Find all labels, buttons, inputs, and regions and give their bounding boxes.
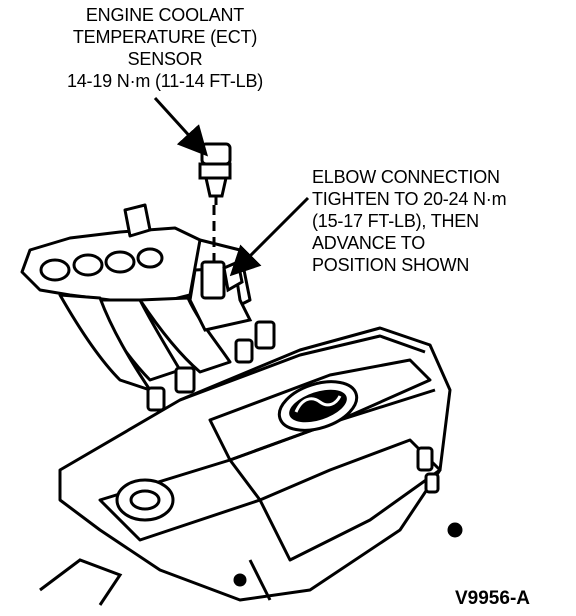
ect-sensor-icon [198, 142, 232, 205]
callout-line: SENSOR [127, 49, 203, 69]
callout-line: ELBOW CONNECTION [312, 167, 500, 187]
cover-bolts [146, 320, 440, 494]
callout-line: 14-19 N·m (11-14 FT-LB) [66, 71, 264, 91]
thermostat-housing [188, 259, 253, 332]
callout-line: ADVANCE TO [312, 233, 426, 253]
ford-oval-emblem [277, 380, 359, 432]
elbow-leader-arrow [229, 196, 310, 277]
engine-lower-detail [39, 522, 463, 606]
ect-leader-arrow [153, 96, 209, 157]
ect-sensor-callout: ENGINE COOLANT TEMPERATURE (ECT) SENSOR … [20, 4, 310, 92]
figure-id: V9956-A [455, 588, 530, 609]
elbow-connection-callout: ELBOW CONNECTION TIGHTEN TO 20-24 N·m (1… [312, 166, 572, 276]
callout-line: POSITION SHOWN [312, 255, 470, 275]
callout-line: ENGINE COOLANT [85, 5, 245, 25]
callout-line: TEMPERATURE (ECT) [72, 27, 258, 47]
callout-line: (15-17 FT-LB), THEN [312, 211, 479, 231]
callout-line: TIGHTEN TO 20-24 N·m [312, 189, 507, 209]
